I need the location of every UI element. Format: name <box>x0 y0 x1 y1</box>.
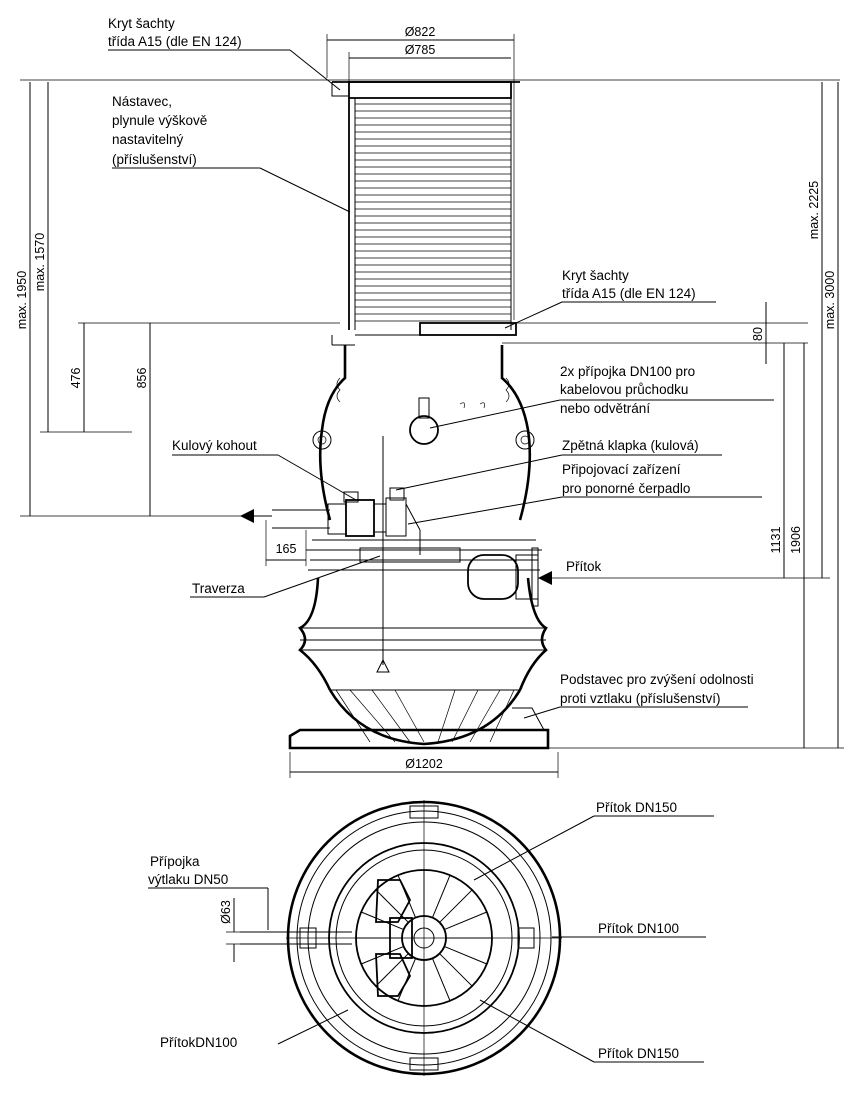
plan-spoke <box>360 911 404 931</box>
dim-1202: Ø1202 <box>405 757 443 771</box>
traverse-label: Traverza <box>192 581 245 596</box>
cover-mid-line2: třída A15 (dle EN 124) <box>562 286 696 301</box>
cover-top-line2: třída A15 (dle EN 124) <box>108 34 242 49</box>
dim-max-1950: max. 1950 <box>15 271 29 329</box>
dimension-labels: Ø822 Ø785 Ø1202 165 max. 1950 max. 1570 … <box>15 25 837 924</box>
inflow-dn150-top: Přítok DN150 <box>596 800 677 815</box>
lower-cover <box>331 322 517 346</box>
connection-line1: 2x přípojka DN100 pro <box>560 364 695 379</box>
extension-line4: (příslušenství) <box>112 152 197 167</box>
dim-80: 80 <box>751 327 765 341</box>
dim-63: Ø63 <box>219 900 233 924</box>
plan-spoke <box>439 889 473 923</box>
inflow-dn150-bottom: Přítok DN150 <box>598 1046 679 1061</box>
inflow-pipe <box>467 547 539 607</box>
discharge-assembly <box>272 487 461 563</box>
extension-column <box>331 81 520 330</box>
discharge-line1: Přípojka <box>150 854 200 869</box>
plan-spoke <box>375 889 409 923</box>
leader-lines <box>108 49 774 719</box>
float-switch <box>376 436 390 673</box>
plan-spoke <box>444 945 488 965</box>
dim-1131: 1131 <box>769 527 783 554</box>
ball-valve-label: Kulový kohout <box>172 438 257 453</box>
dim-856: 856 <box>135 368 149 389</box>
pump-connection-line1: Připojovací zařízení <box>562 462 681 477</box>
dim-165: 165 <box>276 542 297 556</box>
dim-822: Ø822 <box>405 25 436 39</box>
plan-spoke <box>431 958 451 1002</box>
extension-line2: plynule výškově <box>112 113 207 128</box>
base-support <box>288 689 550 750</box>
inflow-dn100-right: Přítok DN100 <box>598 921 679 936</box>
plan-spoke <box>444 911 488 931</box>
base-line1: Podstavec pro zvýšení odolnosti <box>560 672 754 687</box>
dim-1906: 1906 <box>789 526 803 554</box>
plan-view <box>240 800 562 1076</box>
inflow-label: Přítok <box>566 559 602 574</box>
inflow-dn100-left: PřítokDN100 <box>160 1035 237 1050</box>
extension-line3: nastavitelný <box>112 132 184 147</box>
callouts: Kryt šachty třída A15 (dle EN 124) Násta… <box>108 16 754 1061</box>
dim-476: 476 <box>69 368 83 389</box>
plan-spoke <box>397 958 417 1002</box>
discharge-line2: výtlaku DN50 <box>148 872 228 887</box>
connection-line2: kabelovou průchodku <box>560 382 688 397</box>
base-line2: proti vztlaku (příslušenství) <box>560 691 721 706</box>
dimension-lines <box>20 34 844 778</box>
check-valve-label: Zpětná klapka (kulová) <box>562 438 699 453</box>
dim-max-1570: max. 1570 <box>33 233 47 291</box>
plan-spoke <box>360 945 404 965</box>
extension-line1: Nástavec, <box>112 94 172 109</box>
dim-max-2225: max. 2225 <box>807 181 821 239</box>
side-view <box>272 81 550 750</box>
cover-top-line1: Kryt šachty <box>108 16 175 31</box>
cover-mid-line1: Kryt šachty <box>562 268 629 283</box>
plan-spoke <box>439 953 473 987</box>
dim-785: Ø785 <box>405 43 436 57</box>
plan-leaders <box>148 815 714 1063</box>
plan-dimensions <box>226 898 350 962</box>
dim-max-3000: max. 3000 <box>823 271 837 329</box>
tank-body <box>297 345 548 746</box>
pump-connection-line2: pro ponorné čerpadlo <box>562 481 690 496</box>
plan-spoke <box>431 874 451 918</box>
connection-line3: nebo odvětrání <box>560 401 650 416</box>
